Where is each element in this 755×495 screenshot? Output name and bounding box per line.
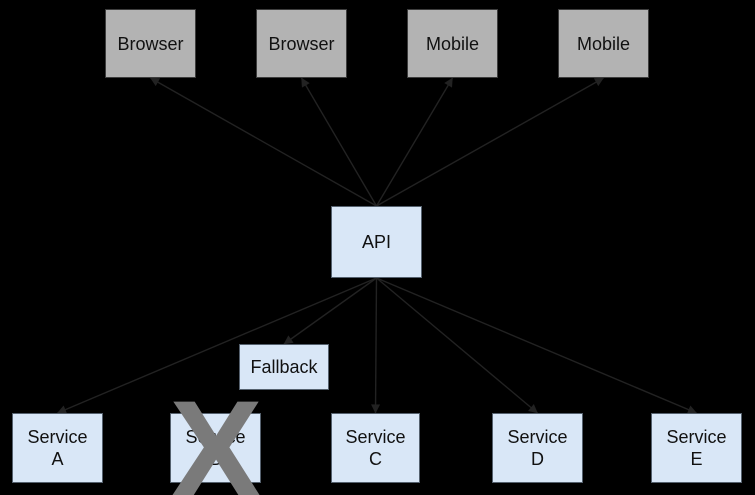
edge-api-to-service-e [376,277,697,414]
node-label-service-b: Service B [185,427,246,469]
node-label-service-e: Service E [666,427,727,469]
node-label-mobile-2: Mobile [576,33,631,54]
node-fallback: Fallback [239,344,329,390]
node-label-mobile-1: Mobile [425,33,480,54]
edge-api-to-mobile-2 [376,77,604,207]
node-browser-1: Browser [105,9,196,78]
edge-api-to-service-d [376,277,538,414]
node-service-c: Service C [331,413,420,483]
node-service-d: Service D [492,413,583,483]
node-service-e: Service E [651,413,742,483]
node-label-service-c: Service C [345,427,406,469]
edge-api-to-fallback [283,277,377,345]
edge-api-to-mobile-1 [375,77,454,207]
node-mobile-2: Mobile [558,9,649,78]
node-label-service-d: Service D [507,427,568,469]
node-service-a: Service A [12,413,103,483]
node-label-fallback: Fallback [250,357,318,377]
node-label-api: API [361,232,391,252]
node-mobile-1: Mobile [407,9,498,78]
edge-group [57,77,697,414]
node-browser-2: Browser [256,9,347,78]
node-label-browser-1: Browser [117,33,184,54]
edge-api-to-browser-1 [150,77,377,207]
edge-api-to-service-a [57,277,377,414]
node-label-browser-2: Browser [268,33,335,54]
edge-api-to-browser-2 [300,77,378,207]
node-service-b: Service B [170,413,261,483]
edge-api-to-service-c [371,277,381,414]
node-label-service-a: Service A [27,427,88,469]
node-api: API [331,206,422,278]
